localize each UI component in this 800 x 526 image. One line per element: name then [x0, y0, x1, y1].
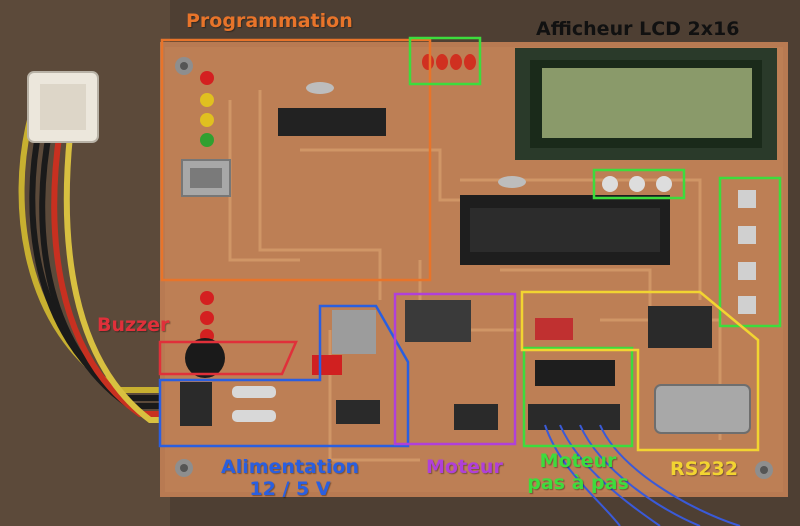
potentiometers — [602, 176, 672, 192]
potentiometers-box — [592, 168, 686, 200]
ribbon-wires — [544, 424, 741, 526]
rs232-ic-socket — [648, 306, 712, 348]
motor-driver-ic — [405, 300, 471, 342]
top-leds — [422, 54, 476, 70]
rs232-box — [520, 290, 760, 452]
stepper-ic — [535, 360, 615, 386]
programmer-ic — [278, 108, 386, 136]
label-rs232: RS232 — [670, 458, 738, 480]
label-moteur-pap-line2: pas à pas — [527, 472, 629, 494]
label-programmation: Programmation — [186, 10, 353, 32]
label-alimentation: Alimentation 12 / 5 V — [210, 456, 370, 500]
programmation-box — [160, 38, 432, 282]
regulator-terminal — [336, 400, 380, 424]
label-buzzer: Buzzer — [97, 314, 170, 336]
label-alimentation-line2: 12 / 5 V — [249, 478, 331, 500]
push-buttons-box — [718, 176, 782, 328]
label-alimentation-line1: Alimentation — [220, 456, 360, 478]
db9-connector — [654, 384, 751, 434]
buzzer-component — [185, 338, 225, 378]
dip-switch — [535, 318, 573, 340]
label-moteur-pap-line1: Moteur — [539, 450, 617, 472]
push-buttons — [738, 190, 756, 314]
power-cables — [18, 119, 200, 423]
buzzer-box — [158, 340, 298, 376]
label-moteur: Moteur — [426, 456, 503, 478]
top-leds-box — [408, 36, 482, 86]
moteur-pap-box — [522, 346, 634, 448]
label-moteur-pas-a-pas: Moteur pas à pas — [516, 450, 640, 494]
power-terminal-block — [180, 382, 212, 426]
moteur-box — [393, 292, 517, 446]
label-afficheur-lcd: Afficheur LCD 2x16 — [536, 18, 740, 40]
fuses — [232, 386, 276, 422]
stepper-terminal — [528, 404, 620, 430]
lcd-screen — [542, 68, 752, 138]
alimentation-box — [158, 304, 410, 448]
motor-terminal — [454, 404, 498, 430]
regulator-heatsink — [332, 310, 376, 354]
